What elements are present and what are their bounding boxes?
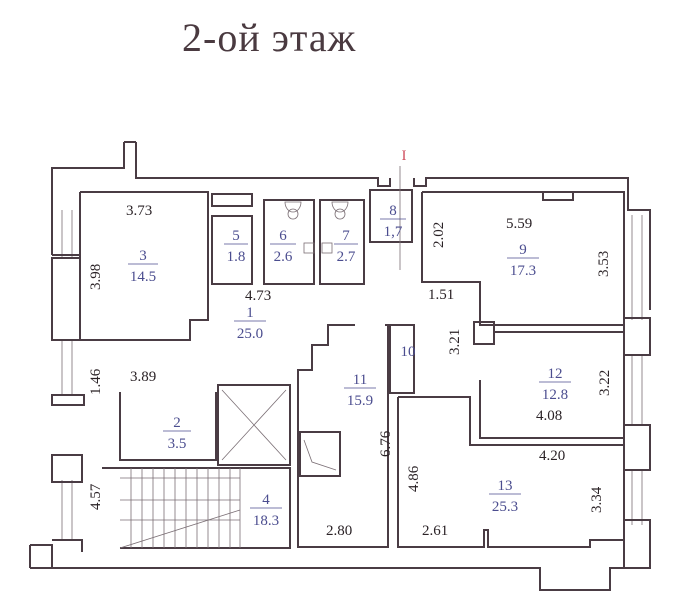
room-11-area: 15.9 (347, 393, 373, 409)
wc-walls (211, 189, 413, 285)
room-8-area: 1,7 (384, 224, 403, 240)
room-2-number: 2 (173, 415, 181, 431)
room-10-11-walls (297, 324, 415, 548)
room-13-number: 13 (498, 478, 513, 494)
dim-r11-height: 6.76 (378, 430, 394, 457)
room-2-area: 3.5 (168, 436, 187, 452)
dim-r13-left: 4.86 (406, 465, 422, 492)
room-6-area: 2.6 (274, 249, 293, 265)
dim-r9-left: 2.02 (431, 222, 447, 248)
room-5-number: 5 (232, 228, 240, 244)
room-12-number: 12 (548, 366, 563, 382)
axis-marker: I (402, 148, 407, 164)
dim-r3-width: 3.73 (126, 203, 152, 219)
room-13-walls (397, 396, 625, 548)
room-4-number: 4 (262, 492, 270, 508)
dim-r12-width: 4.08 (536, 408, 562, 424)
room-11-number: 11 (353, 372, 367, 388)
dim-r9-right: 3.53 (596, 251, 612, 277)
room-10-number: 10 (401, 344, 416, 360)
dim-r9-width: 5.59 (506, 216, 532, 232)
room-9-number: 9 (519, 242, 527, 258)
room-9-area: 17.3 (510, 263, 536, 279)
floor-title: 2-ой этаж (182, 15, 357, 60)
dim-corridor-width: 4.73 (245, 288, 271, 304)
room-1-number: 1 (246, 305, 254, 321)
dim-r12-height: 3.22 (597, 370, 613, 396)
room-3-area: 14.5 (130, 269, 156, 285)
outer-walls (29, 141, 651, 591)
room-9-walls (421, 191, 625, 326)
dim-r3-height: 3.98 (88, 264, 104, 290)
room-3-number: 3 (139, 248, 147, 264)
dim-stair-height: 4.57 (88, 483, 104, 510)
dim-r13-width-top: 4.20 (539, 448, 565, 464)
dim-r13-bottom: 2.61 (422, 523, 448, 539)
room-8-number: 8 (389, 203, 397, 219)
dimension-labels: 3.73 3.98 4.73 1.46 3.89 4.57 5.59 2.02 … (88, 203, 613, 539)
room-7-area: 2.7 (337, 249, 356, 265)
room-12-area: 12.8 (542, 387, 568, 403)
room-7-number: 7 (342, 228, 350, 244)
room-4-area: 18.3 (253, 513, 279, 529)
dim-corr-right: 3.21 (447, 329, 463, 355)
room-2-lift-stairs-walls (102, 384, 291, 549)
dim-hall-height: 1.46 (88, 368, 104, 395)
dim-hall-width: 3.89 (130, 369, 156, 385)
dim-r9-step: 1.51 (428, 287, 454, 303)
room-6-number: 6 (279, 228, 287, 244)
room-labels: 3 14.5 5 1.8 6 2.6 7 2.7 8 1,7 1 25.0 9 … (128, 203, 571, 529)
dim-r13-height: 3.34 (589, 486, 605, 513)
dim-r11-width: 2.80 (326, 523, 352, 539)
room-13-area: 25.3 (492, 499, 518, 515)
room-5-area: 1.8 (227, 249, 246, 265)
room-1-area: 25.0 (237, 326, 263, 342)
room-12-walls (473, 321, 625, 439)
